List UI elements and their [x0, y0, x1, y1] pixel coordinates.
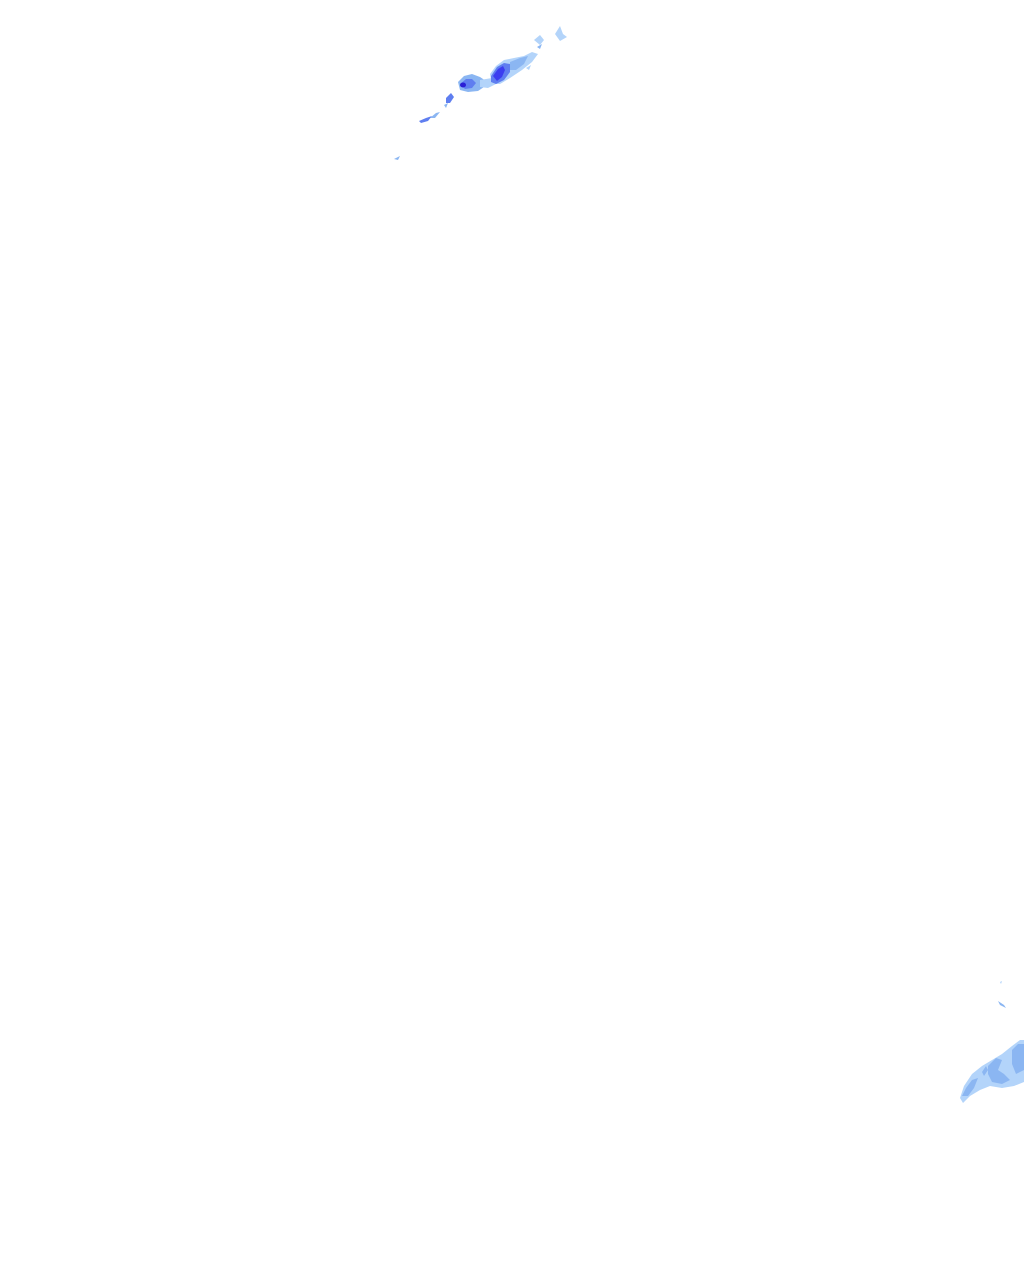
- echo-fragment: [534, 35, 544, 45]
- echo-fragment: [555, 26, 567, 41]
- echo-streak: [419, 116, 432, 123]
- echo-streak: [430, 112, 440, 118]
- echo-streak: [394, 156, 400, 160]
- echo-streak: [982, 1066, 988, 1076]
- echo-cell-southeast-medium: [962, 1078, 978, 1096]
- echo-band-north: [394, 26, 567, 160]
- echo-streak: [998, 1001, 1006, 1008]
- echo-streak: [444, 103, 448, 108]
- echo-streak: [446, 93, 454, 103]
- echo-streak: [1000, 981, 1002, 984]
- echo-cell-southeast-medium: [988, 1058, 1010, 1084]
- echo-band-southeast: [960, 981, 1024, 1103]
- echo-cell-west-peak: [460, 82, 466, 88]
- echo-fragment: [526, 65, 531, 70]
- echo-cell-southeast-medium: [1012, 1044, 1024, 1074]
- echo-cell-main-core: [493, 66, 505, 81]
- echo-fragment: [537, 44, 542, 49]
- echo-cell-main-fringe: [510, 56, 528, 70]
